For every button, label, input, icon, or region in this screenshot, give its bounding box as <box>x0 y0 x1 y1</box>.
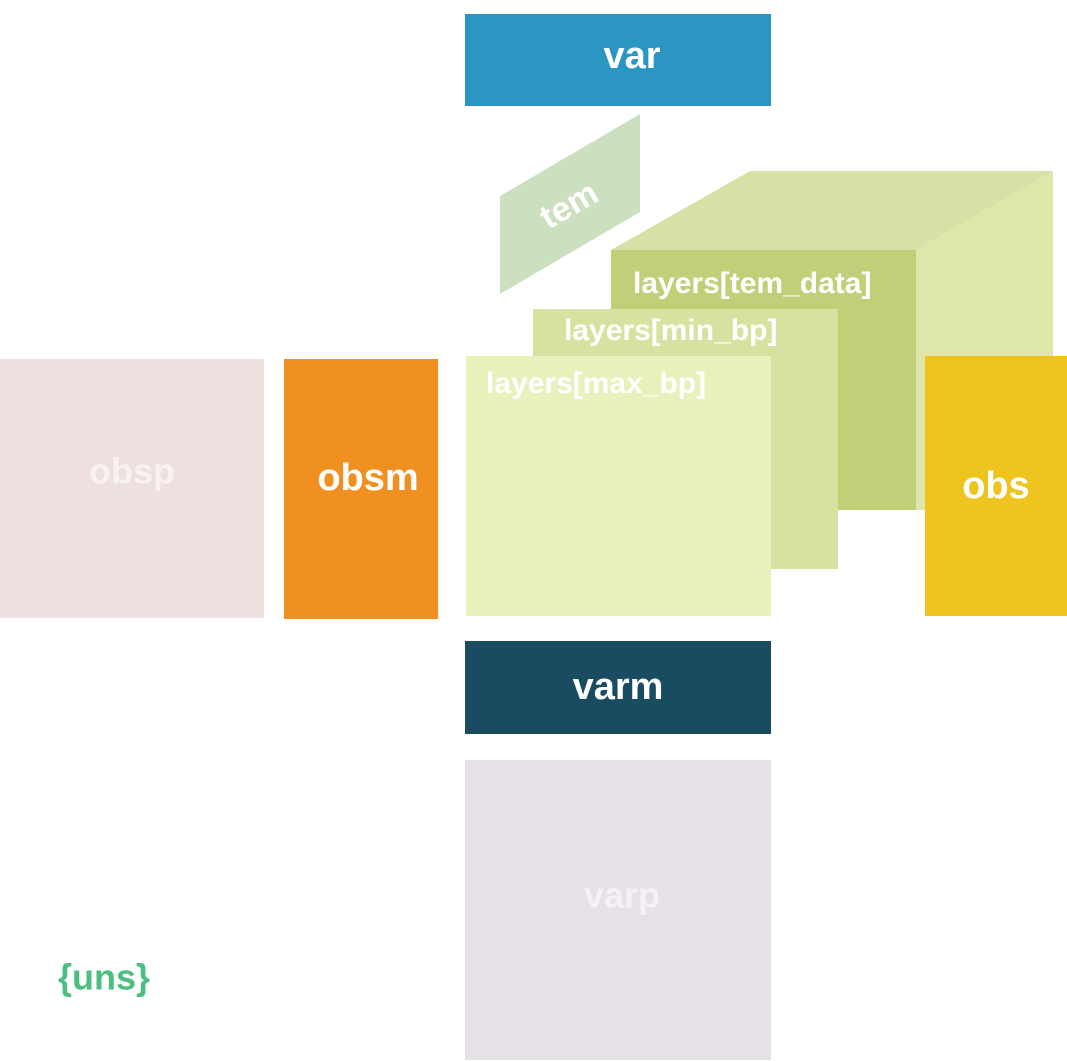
layer-min-bp-label: layers[min_bp] <box>564 314 777 347</box>
obsp-block <box>0 359 264 618</box>
uns-label: {uns} <box>58 957 150 998</box>
obsm-block <box>284 359 438 619</box>
varp-label: varp <box>584 875 660 916</box>
layer-tem-data-label: layers[tem_data] <box>633 267 871 300</box>
var-label: var <box>603 35 660 77</box>
layer-max-bp-label: layers[max_bp] <box>486 367 706 400</box>
varm-label: varm <box>573 666 664 708</box>
obs-label: obs <box>962 465 1030 507</box>
layer-max-bp <box>466 356 771 616</box>
obsm-label: obsm <box>317 457 418 499</box>
tem-block <box>500 114 640 294</box>
obs-block <box>925 356 1067 616</box>
layer-tem-data-top-face <box>611 171 1053 250</box>
varp-block <box>465 760 771 1060</box>
obsp-label: obsp <box>89 451 175 492</box>
var-block <box>465 14 771 106</box>
varm-block <box>465 641 771 734</box>
